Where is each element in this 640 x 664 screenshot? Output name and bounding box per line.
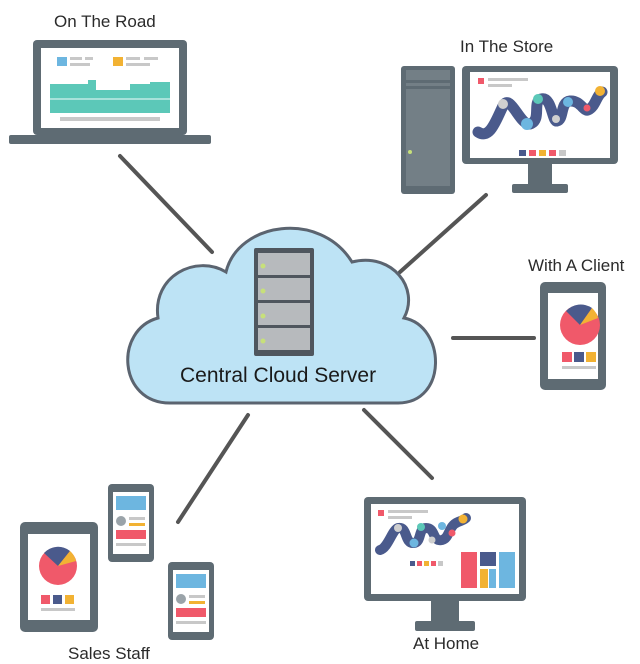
edge-store [398,193,488,274]
node-label-road: On The Road [54,12,156,31]
phone-icon-2 [168,562,214,640]
center-label: Central Cloud Server [180,364,377,387]
central-cloud [126,226,437,405]
connectors [118,154,536,524]
node-label-client: With A Client [528,256,625,275]
home-monitor-icon [364,497,526,631]
edge-sales [176,413,250,524]
node-label-home: At Home [413,634,480,653]
edge-home [362,408,434,480]
desktop-tower-icon [401,66,455,194]
phone-icon [108,484,154,562]
edge-road [118,154,214,254]
laptop-icon [9,40,211,144]
tablet-icon [540,282,606,390]
sales-tablet-icon [20,522,98,632]
node-label-sales: Sales Staff [68,644,150,663]
node-label-store: In The Store [460,37,554,56]
monitor-icon [462,66,618,193]
server-rack-icon [254,248,314,356]
